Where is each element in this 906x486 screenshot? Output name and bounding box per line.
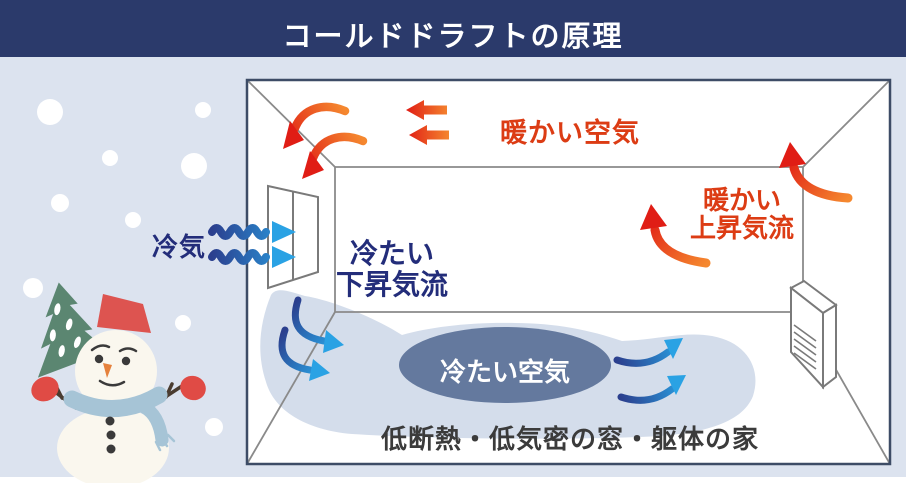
snow-dot [37, 99, 63, 125]
warm-air-left-arrows [406, 100, 449, 145]
cold-downdraft-label: 冷たい 下昇気流 [332, 238, 452, 300]
title-bar: コールドドラフトの原理 [0, 0, 906, 57]
snowman-buttons [105, 416, 116, 454]
snowman-scarf [63, 386, 176, 452]
warm-updraft-arrows [640, 142, 853, 268]
warm-updraft-label: 暖かい 上昇気流 [686, 186, 798, 242]
page-title: コールドドラフトの原理 [282, 21, 624, 53]
snowman-mitten-right [180, 375, 206, 401]
cold-pool-label: 冷たい空気 [439, 357, 570, 387]
cold-spread-arrows [613, 338, 686, 404]
cold-downdraft-line1: 冷たい [349, 238, 434, 269]
snow-dot [102, 150, 118, 166]
snow-dot [175, 315, 191, 331]
radiator-icon [789, 279, 838, 390]
carrot-nose [103, 363, 112, 378]
warm-updraft-line2: 上昇気流 [689, 213, 794, 243]
warm-ceiling-arrows [283, 102, 368, 179]
warm-updraft-line1: 暖かい [702, 185, 781, 215]
cold-downdraft-line2: 下昇気流 [335, 269, 448, 300]
snow-dot [205, 418, 223, 436]
snowman-mitten-left [31, 376, 59, 402]
cold-outside-label: 冷気 [152, 232, 207, 262]
warm-air-label: 暖かい空気 [500, 118, 640, 148]
cold-downdraft-arrows [278, 296, 344, 381]
snow-dot [23, 278, 43, 298]
cold-air-ellipse [399, 327, 611, 403]
room-border [245, 78, 892, 466]
snow-dot [181, 153, 207, 179]
snowman-icon [31, 282, 206, 483]
snow-dot [125, 212, 141, 228]
cold-inflow-arrows [208, 221, 296, 268]
snowman-hat [97, 294, 151, 333]
snow-dot [195, 102, 211, 118]
caption-label: 低断熱・低気密の窓・躯体の家 [380, 424, 759, 454]
snow-dot [51, 194, 69, 212]
snowman-face [90, 344, 138, 387]
